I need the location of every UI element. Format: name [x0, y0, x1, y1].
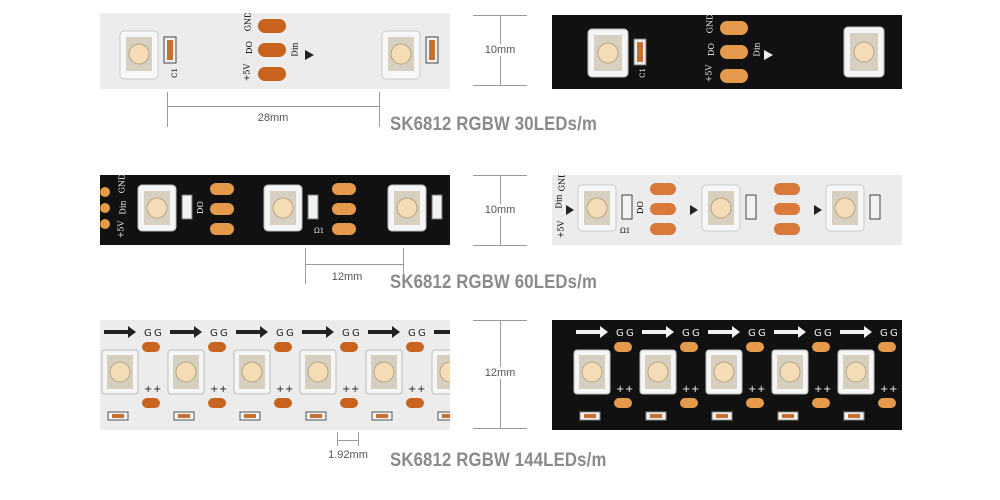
dim-line-horizontal [305, 264, 403, 265]
svg-text:+: + [285, 384, 293, 395]
svg-text:+: + [682, 384, 690, 395]
dim-tick [379, 92, 380, 127]
svg-text:+: + [616, 384, 624, 395]
svg-text:G: G [408, 328, 416, 339]
dim-tick [473, 428, 527, 429]
svg-text:G: G [144, 328, 152, 339]
label-5v: +5V [242, 63, 252, 82]
svg-text:G: G [824, 328, 832, 339]
svg-text:+: + [814, 384, 822, 395]
dim-tick [358, 432, 359, 446]
svg-text:+: + [757, 384, 765, 395]
svg-text:+: + [219, 384, 227, 395]
dim-tick [337, 432, 338, 446]
width-label-60: 10mm [475, 204, 525, 216]
dim-tick [473, 245, 527, 246]
dim-tick [305, 248, 306, 284]
label-din: Din [290, 42, 300, 57]
svg-text:G: G [814, 328, 822, 339]
svg-text:G: G [616, 328, 624, 339]
svg-text:+: + [144, 384, 152, 395]
strip-60-white: Din GND +5V DO Ω1 [552, 175, 902, 245]
svg-text:+: + [276, 384, 284, 395]
svg-text:G: G [220, 328, 228, 339]
svg-text:G: G [880, 328, 888, 339]
strip-144-black: GG++GG++GG++GG++GG++GG++ [552, 320, 902, 430]
label-5v: +5V [704, 64, 714, 83]
label-do: DO [706, 43, 716, 56]
label-do: DO [244, 41, 254, 54]
label-din: Din [118, 200, 128, 215]
svg-text:G: G [682, 328, 690, 339]
svg-text:G: G [692, 328, 700, 339]
dim-tick [403, 248, 404, 284]
pitch-label-30: 28mm [257, 112, 289, 124]
svg-text:G: G [154, 328, 162, 339]
dim-tick [473, 15, 527, 16]
label-gnd: GND [243, 13, 253, 32]
strip-60-black: Din GND +5V DO Ω1 [100, 175, 450, 245]
svg-text:G: G [758, 328, 766, 339]
svg-text:+: + [351, 384, 359, 395]
svg-text:+: + [880, 384, 888, 395]
strip-30-white: GND DO +5V Din C1 [100, 13, 450, 89]
label-din: Din [752, 42, 762, 57]
label-gnd: GND [557, 175, 567, 192]
width-label-30: 10mm [475, 44, 525, 56]
svg-text:+: + [417, 384, 425, 395]
svg-text:G: G [286, 328, 294, 339]
section-title-144: SK6812 RGBW 144LEDs/m [390, 450, 607, 471]
svg-text:+: + [210, 384, 218, 395]
label-gnd: GND [705, 15, 715, 34]
svg-text:G: G [210, 328, 218, 339]
label-5v: +5V [116, 220, 126, 239]
label-din: Din [554, 194, 564, 209]
width-label-144: 12mm [475, 367, 525, 379]
pitch-label-60: 12mm [331, 271, 363, 283]
svg-text:G: G [626, 328, 634, 339]
dim-tick [167, 92, 168, 127]
label-cap: C1 [170, 68, 179, 78]
label-cap: C1 [638, 68, 647, 78]
dim-tick [473, 85, 527, 86]
svg-text:+: + [625, 384, 633, 395]
label-do: DO [635, 201, 645, 214]
svg-text:+: + [691, 384, 699, 395]
svg-text:G: G [418, 328, 426, 339]
dim-line-horizontal [337, 440, 358, 441]
svg-text:+: + [408, 384, 416, 395]
strip-144-white: GG++GG++GG++GG++GG++GG++ [100, 320, 450, 430]
dim-line-horizontal [167, 106, 379, 107]
dim-tick [473, 175, 527, 176]
strip-30-black: GND DO +5V Din C1 [552, 15, 902, 89]
label-do: DO [195, 201, 205, 214]
svg-text:+: + [153, 384, 161, 395]
svg-text:G: G [276, 328, 284, 339]
svg-text:G: G [342, 328, 350, 339]
svg-text:+: + [889, 384, 897, 395]
label-5v: +5V [556, 220, 566, 239]
svg-text:+: + [748, 384, 756, 395]
section-title-30: SK6812 RGBW 30LEDs/m [390, 114, 598, 135]
svg-text:G: G [352, 328, 360, 339]
label-cap: Ω1 [314, 227, 325, 235]
pitch-label-144: 1.92mm [328, 449, 368, 461]
label-cap: Ω1 [620, 227, 631, 235]
section-title-60: SK6812 RGBW 60LEDs/m [390, 272, 598, 293]
svg-text:+: + [342, 384, 350, 395]
svg-text:+: + [823, 384, 831, 395]
dim-tick [473, 320, 527, 321]
svg-text:G: G [748, 328, 756, 339]
label-gnd: GND [117, 175, 127, 194]
svg-text:G: G [890, 328, 898, 339]
